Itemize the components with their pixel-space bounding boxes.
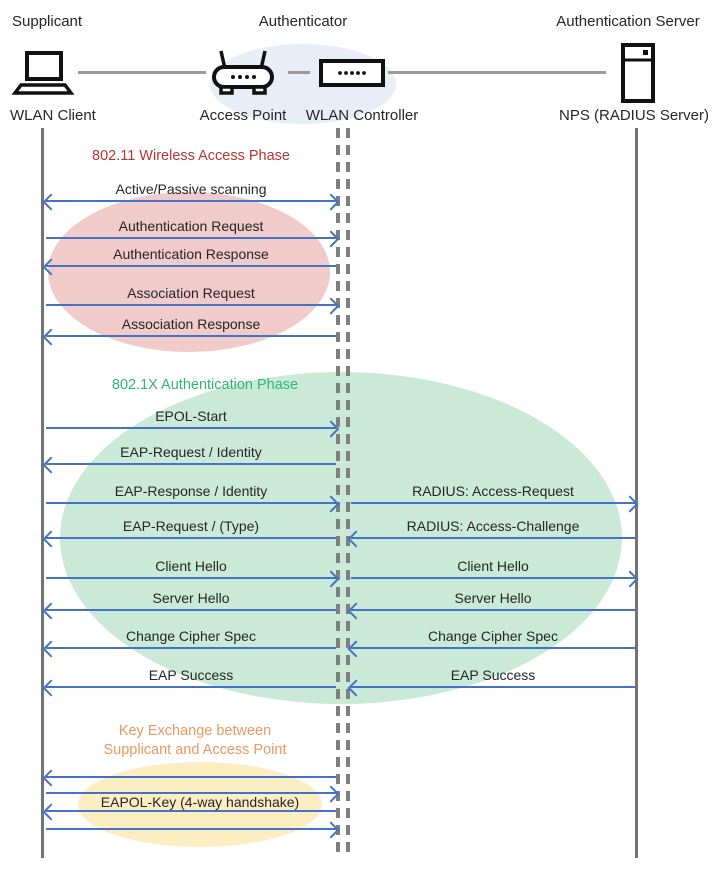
message: EAP-Request / Identity: [46, 444, 336, 466]
message-arrow: [351, 577, 635, 580]
message-arrow: [46, 577, 336, 580]
role-label-authentication-server: Authentication Server: [556, 13, 700, 30]
message: Client Hello: [351, 558, 635, 580]
message-arrow: [46, 427, 336, 430]
message-arrow: [351, 609, 635, 612]
phase3-title-line2: Supplicant and Access Point: [103, 742, 287, 758]
message: Server Hello: [351, 590, 635, 612]
message-arrow: [46, 304, 336, 307]
message: Authentication Response: [46, 246, 336, 268]
message-label: EAP-Response / Identity: [114, 483, 268, 499]
message-arrow: [46, 200, 336, 203]
message-label: Association Request: [127, 285, 255, 301]
message-label: Authentication Request: [118, 218, 264, 234]
message-label: EAP Success: [450, 667, 536, 683]
message: Server Hello: [46, 590, 336, 612]
message: EAP-Response / Identity: [46, 483, 336, 505]
message-arrow: [46, 810, 336, 813]
message: [46, 792, 336, 804]
lifeline-wlan-controller-right: [346, 128, 350, 858]
message-label: Server Hello: [454, 590, 532, 606]
device-label-wlan-client: WLAN Client: [10, 107, 96, 124]
message: Change Cipher Spec: [351, 628, 635, 650]
message-label: Association Response: [121, 316, 261, 332]
message-arrow: [351, 502, 635, 505]
message: [46, 810, 336, 822]
message: EPOL-Start: [46, 408, 336, 430]
device-label-wlan-controller: WLAN Controller: [305, 107, 419, 124]
message: [46, 776, 336, 788]
lifeline-wlan-client: [41, 128, 44, 858]
role-label-supplicant: Supplicant: [12, 13, 83, 30]
message-label: RADIUS: Access-Request: [412, 483, 574, 499]
message-arrow: [46, 792, 336, 795]
message: Authentication Request: [46, 218, 336, 240]
lifeline-wlan-controller-left: [336, 128, 340, 858]
connector-line: [288, 71, 310, 74]
message-label: EPOL-Start: [155, 408, 227, 424]
message-arrow: [46, 502, 336, 505]
message-label: EAP-Request / (Type): [122, 518, 260, 534]
laptop-icon: [11, 51, 75, 95]
message-label: EAP Success: [148, 667, 234, 683]
message-arrow: [46, 647, 336, 650]
phase3-title: Key Exchange between Supplicant and Acce…: [65, 722, 325, 760]
key-exchange-message-label: EAPOL-Key (4-way handshake): [100, 794, 300, 810]
message-arrow: [351, 647, 635, 650]
device-label-nps: NPS (RADIUS Server): [558, 107, 710, 124]
message-label: EAP-Request / Identity: [120, 444, 262, 460]
message: RADIUS: Access-Challenge: [351, 518, 635, 540]
message-label: Client Hello: [457, 558, 529, 574]
message: Change Cipher Spec: [46, 628, 336, 650]
message-label: Change Cipher Spec: [126, 628, 256, 644]
message-label: Active/Passive scanning: [115, 181, 267, 197]
connector-line: [388, 71, 606, 74]
lifeline-nps-server: [635, 128, 638, 858]
message-arrow: [46, 828, 336, 831]
message: Association Request: [46, 285, 336, 307]
message-arrow: [46, 335, 336, 338]
message-arrow: [46, 237, 336, 240]
message-label: Authentication Response: [113, 246, 269, 262]
message-arrow: [46, 463, 336, 466]
message-arrow: [351, 686, 635, 689]
device-label-access-point: Access Point: [199, 107, 287, 124]
message: RADIUS: Access-Request: [351, 483, 635, 505]
message-label: Server Hello: [152, 590, 230, 606]
phase1-title: 802.11 Wireless Access Phase: [92, 148, 290, 164]
message: Association Response: [46, 316, 336, 338]
phase3-title-line1: Key Exchange between: [118, 723, 272, 739]
wlan-controller-icon: [319, 59, 385, 87]
message-arrow: [46, 537, 336, 540]
message-label: Change Cipher Spec: [428, 628, 558, 644]
phase2-title: 802.1X Authentication Phase: [111, 377, 299, 393]
message: [46, 828, 336, 840]
message-label: RADIUS: Access-Challenge: [406, 518, 580, 534]
message-arrow: [46, 686, 336, 689]
phase1-ellipse: [48, 192, 330, 352]
message-label: Client Hello: [155, 558, 227, 574]
message-arrow: [46, 265, 336, 268]
role-label-authenticator: Authenticator: [258, 13, 348, 30]
connector-line: [78, 71, 206, 74]
server-icon: [621, 43, 655, 103]
wireless-access-point-icon: [212, 50, 274, 95]
message-arrow: [351, 537, 635, 540]
message: EAP Success: [351, 667, 635, 689]
message: EAP-Request / (Type): [46, 518, 336, 540]
message: Client Hello: [46, 558, 336, 580]
message: EAP Success: [46, 667, 336, 689]
message: Active/Passive scanning: [46, 181, 336, 203]
message-arrow: [46, 609, 336, 612]
message-arrow: [46, 776, 336, 779]
